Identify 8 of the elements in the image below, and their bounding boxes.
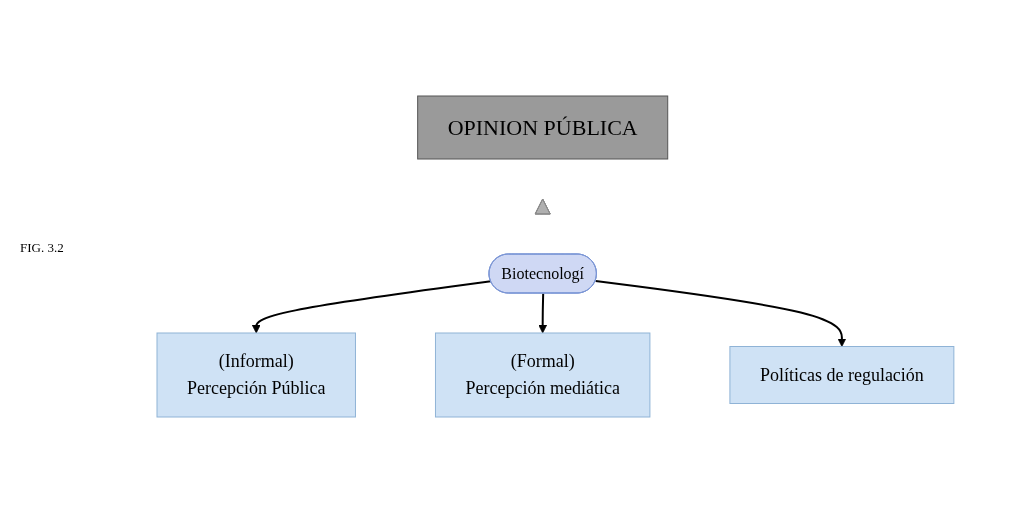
node-box: OPINION PÚBLICA xyxy=(416,95,668,159)
arrow xyxy=(537,292,547,333)
arrow xyxy=(251,279,492,333)
figure-label: FIG. 3.2 xyxy=(20,240,64,256)
arrow xyxy=(594,279,846,347)
node-box: (Informal) Percepción Pública xyxy=(156,332,356,417)
node-box: (Formal) Percepción mediática xyxy=(434,332,650,417)
node-box: Políticas de regulación xyxy=(728,345,954,404)
